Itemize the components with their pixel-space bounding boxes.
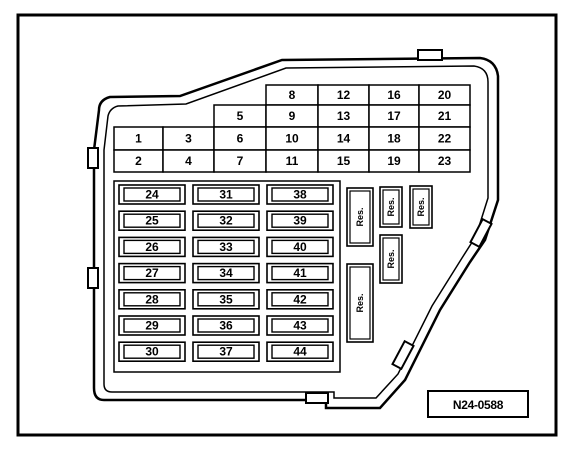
upper-fuse-label: 1 xyxy=(135,132,142,146)
upper-fuse-label: 12 xyxy=(337,88,351,102)
fuse-blade xyxy=(197,265,255,281)
lower-fuse-block xyxy=(113,180,341,373)
reserve-label: Res. xyxy=(355,293,365,312)
fuse-blade xyxy=(271,318,329,333)
reference-code: N24-0588 xyxy=(453,398,504,412)
right-clip-upper xyxy=(469,217,493,249)
upper-fuse-label: 5 xyxy=(237,109,244,123)
upper-fuse-label: 9 xyxy=(289,109,296,123)
fuse-blade xyxy=(197,292,255,307)
upper-fuse-label: 11 xyxy=(286,154,299,168)
upper-fuse-label: 2 xyxy=(135,154,142,168)
upper-fuse-label: 18 xyxy=(387,132,401,146)
fuse-blade xyxy=(271,213,329,228)
fuse-blade xyxy=(271,292,329,307)
fuse-label: 31 xyxy=(219,188,233,202)
reserve-label: Res. xyxy=(386,249,396,268)
upper-fuse-label: 8 xyxy=(289,88,296,102)
upper-fuse-label: 7 xyxy=(237,154,244,168)
right-clip-lower xyxy=(391,339,415,371)
fuse-label: 25 xyxy=(145,214,159,228)
fuse-blade xyxy=(123,213,181,228)
reserve-slot-inner xyxy=(382,189,400,225)
upper-fuse-label: 10 xyxy=(285,132,299,146)
upper-fuse-cell xyxy=(418,149,471,173)
fuse-label: 42 xyxy=(293,292,307,306)
fuse-label: 24 xyxy=(145,188,159,202)
fuse-blade xyxy=(123,292,181,307)
fuse-label: 36 xyxy=(219,319,233,333)
housing-inner xyxy=(103,65,489,399)
upper-fuse-label: 17 xyxy=(387,109,401,123)
fuse-blade xyxy=(197,318,255,333)
left-clip-lower xyxy=(87,267,99,289)
fuse-blade xyxy=(271,344,329,359)
fuse-blade xyxy=(123,239,181,255)
reserve-label: Res. xyxy=(416,197,426,216)
upper-fuse-label: 22 xyxy=(438,132,452,146)
upper-fuse-label: 3 xyxy=(185,132,192,146)
fuse-label: 41 xyxy=(293,266,307,280)
upper-fuse-label: 6 xyxy=(237,132,244,146)
upper-fuse-label: 16 xyxy=(387,88,401,102)
reserve-label: Res. xyxy=(355,207,365,226)
fuse-label: 34 xyxy=(219,266,233,280)
fuse-blade xyxy=(197,213,255,228)
fuse-label: 39 xyxy=(293,214,307,228)
outer-frame xyxy=(16,13,558,437)
reserve-slot-inner xyxy=(412,188,430,226)
fuse-blade xyxy=(271,239,329,255)
lower-fuses: 24 25 26 27 28 29 30 31 32 33 34 35 36 37 38 39 40 41 42 43… xyxy=(118,184,334,363)
top-tab xyxy=(417,49,443,61)
upper-fuse-label: 13 xyxy=(337,109,351,123)
fuse-label: 26 xyxy=(145,240,159,254)
upper-fuse-label: 20 xyxy=(438,88,452,102)
reserve-slot-inner xyxy=(382,237,400,281)
left-clip-upper xyxy=(87,147,99,169)
upper-fuse-label: 4 xyxy=(185,154,192,168)
fuse-blade xyxy=(123,187,181,202)
upper-fuse-label: 21 xyxy=(438,109,452,123)
fuse-blade xyxy=(197,187,255,202)
fuse-label: 32 xyxy=(219,214,233,228)
fuse-blade xyxy=(197,239,255,255)
fuse-blade xyxy=(271,187,329,202)
fuse-blade xyxy=(197,344,255,359)
fuse-label: 38 xyxy=(293,188,307,202)
fuse-blade xyxy=(123,344,181,359)
upper-fuse-label: 15 xyxy=(337,154,351,168)
reserve-slots: Res. Res. Res. Res. Res. xyxy=(346,185,433,343)
reserve-label: Res. xyxy=(386,197,396,216)
reference-box xyxy=(427,390,529,418)
fuse-label: 27 xyxy=(145,266,159,280)
fuse-blade xyxy=(123,318,181,333)
fuse-label: 37 xyxy=(219,345,233,359)
upper-fuse-label: 19 xyxy=(387,154,401,168)
fuse-label: 35 xyxy=(219,292,233,306)
fuse-label: 44 xyxy=(293,345,307,359)
fuse-label: 33 xyxy=(219,240,233,254)
fuse-label: 29 xyxy=(145,319,159,333)
reserve-slot-inner xyxy=(349,266,371,340)
fuse-label: 30 xyxy=(145,345,159,359)
bottom-tab xyxy=(305,392,329,404)
upper-fuse-label: 23 xyxy=(438,154,452,168)
fuse-label: 28 xyxy=(145,292,159,306)
fuse-label: 43 xyxy=(293,319,307,333)
fuse-blade xyxy=(123,265,181,281)
upper-fuse-label: 14 xyxy=(337,132,351,146)
fuse-blade xyxy=(271,265,329,281)
housing-outer xyxy=(92,56,500,410)
fuse-label: 40 xyxy=(293,240,307,254)
reserve-slot-inner xyxy=(349,190,371,244)
